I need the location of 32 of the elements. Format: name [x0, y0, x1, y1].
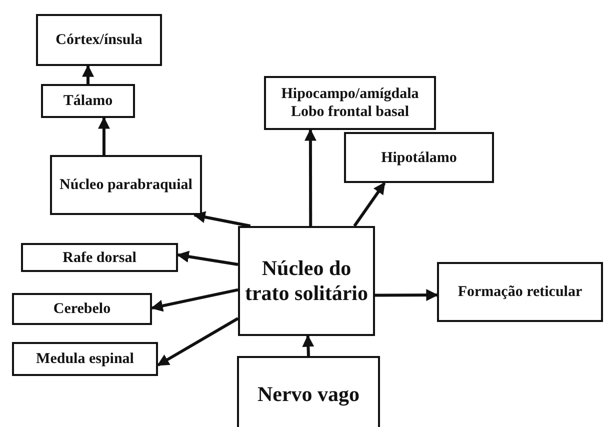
arrow [304, 128, 316, 226]
region-box [50, 155, 202, 215]
region-label: Hipotálamo [381, 148, 457, 166]
arrow [82, 64, 94, 84]
arrow [375, 289, 438, 302]
region-box [264, 76, 436, 130]
region-box [21, 243, 178, 272]
region-label: Hipocampo/amígdala Lobo frontal basal [280, 85, 420, 121]
region-box [12, 342, 158, 376]
region-label: Núcleo do trato solitário [244, 256, 369, 306]
arrow [98, 116, 110, 155]
arrow [176, 250, 238, 266]
region-label: Córtex/ínsula [56, 31, 142, 49]
region-label: Tálamo [63, 92, 113, 110]
region-label: Cerebelo [53, 300, 111, 318]
region-box [238, 226, 375, 336]
region-box [344, 132, 494, 183]
arrow [353, 182, 386, 227]
arrow [193, 211, 251, 228]
arrow [302, 334, 314, 356]
region-label: Medula espinal [36, 350, 134, 368]
arrow [150, 288, 238, 312]
region-label: Núcleo parabraquial [60, 176, 192, 194]
region-box [41, 84, 135, 118]
region-box [12, 293, 152, 325]
region-box [437, 262, 603, 322]
region-label: Nervo vago [257, 382, 360, 408]
region-box [36, 14, 162, 66]
region-label: Formação reticular [458, 283, 582, 301]
region-label: Rafe dorsal [62, 248, 136, 266]
arrow [156, 317, 239, 366]
region-box [237, 356, 380, 427]
